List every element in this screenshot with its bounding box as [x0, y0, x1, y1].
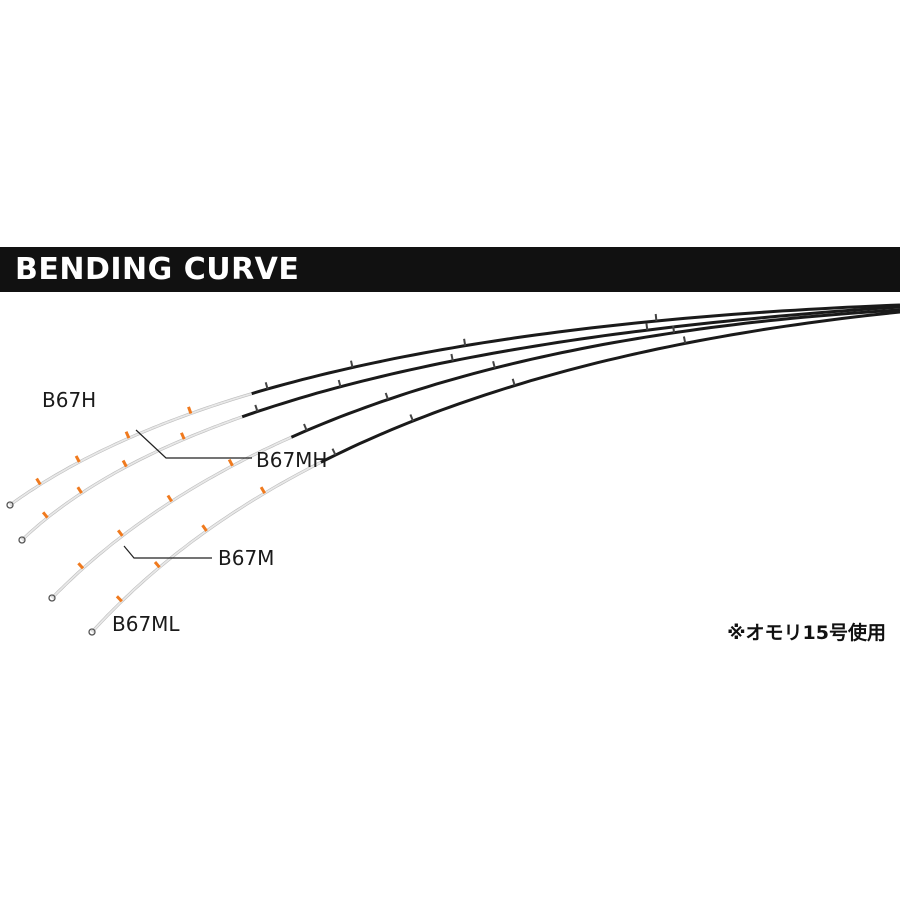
rod-tip-ring — [48, 594, 56, 602]
rod-b67m — [48, 308, 900, 602]
rod-tip — [51, 436, 292, 599]
rod-blank — [251, 303, 900, 396]
rod-b67ml — [88, 310, 900, 636]
rod-guide — [409, 414, 414, 422]
rod-guide — [350, 360, 354, 368]
header-title: BENDING CURVE — [15, 252, 300, 287]
rod-guide — [76, 486, 83, 494]
rod-blank — [290, 308, 900, 439]
rod-guide — [492, 361, 496, 369]
rod-guide — [116, 529, 124, 537]
rod-guide — [463, 338, 467, 346]
rod-guide — [41, 511, 49, 519]
leader-b67m — [123, 545, 212, 559]
rod-tip-outline — [90, 460, 322, 634]
rod-guide — [153, 561, 161, 569]
rods-group — [6, 303, 900, 636]
rod-guide — [187, 406, 193, 415]
rod-guide — [35, 477, 42, 486]
rod-tip-ring — [18, 536, 26, 544]
rod-b67h — [6, 303, 900, 509]
rod-blank — [320, 310, 900, 464]
rod-guide — [74, 455, 81, 463]
rod-guide — [227, 458, 234, 467]
rod-guide — [303, 423, 308, 431]
rod-guide — [77, 562, 85, 570]
rod-guide — [682, 336, 687, 344]
rod-guide — [672, 325, 676, 333]
rod-blank — [241, 305, 900, 419]
rod-guide — [511, 378, 516, 386]
rod-guide — [384, 392, 389, 400]
rod-label-b67h: B67H — [42, 388, 97, 412]
rod-label-b67m: B67M — [218, 546, 275, 570]
rod-guide — [337, 379, 342, 388]
rod-tip — [21, 415, 243, 541]
rod-guide — [259, 486, 266, 494]
rod-guide — [264, 382, 269, 390]
rod-tip-ring — [88, 628, 96, 636]
rod-guide — [166, 494, 173, 503]
sinker-note: ※オモリ15号使用 — [727, 622, 886, 644]
leader-b67mh — [135, 429, 252, 459]
rod-guide — [180, 432, 186, 440]
rod-b67mh — [18, 305, 900, 544]
rod-guide — [450, 353, 454, 362]
header-bar: BENDING CURVE — [0, 247, 900, 292]
rod-tip — [9, 392, 252, 506]
rod-guide — [645, 322, 649, 331]
leader-lines-group — [123, 429, 252, 559]
rod-guide — [654, 313, 658, 322]
rod-guide — [201, 524, 208, 532]
rod-label-b67mh: B67MH — [256, 448, 328, 472]
rod-guide — [331, 448, 337, 456]
rod-guide — [115, 595, 123, 603]
rod-guide — [254, 404, 259, 412]
rod-guide — [124, 431, 131, 439]
rod-tip — [91, 461, 322, 633]
rod-guide — [121, 459, 128, 468]
rod-tip-ring — [6, 501, 14, 509]
rod-label-b67ml: B67ML — [112, 612, 180, 636]
